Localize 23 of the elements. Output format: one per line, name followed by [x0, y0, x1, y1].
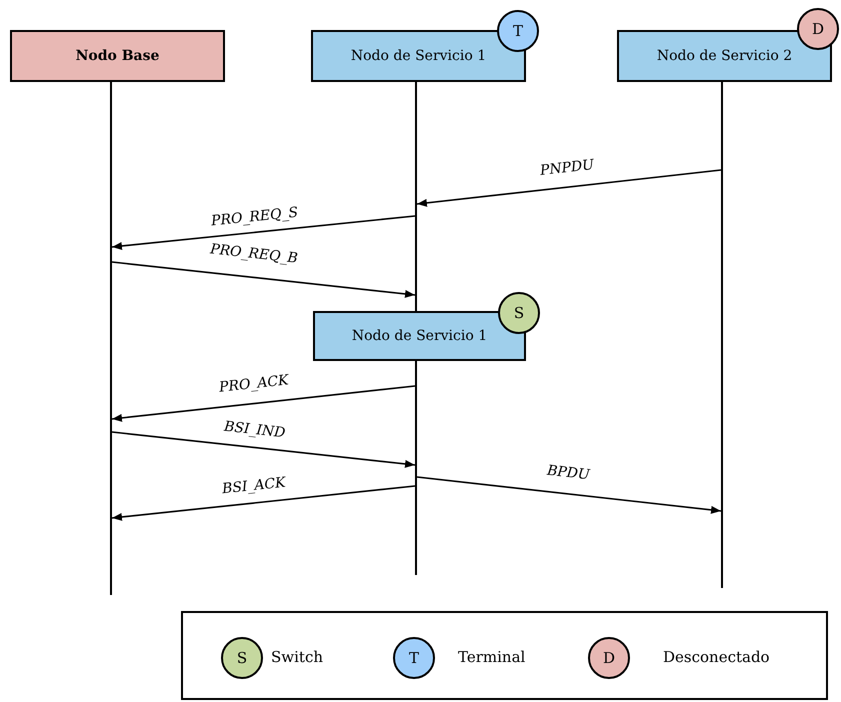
status-badge: T	[497, 10, 539, 52]
message-arrow	[112, 431, 416, 468]
message-arrow	[416, 476, 722, 514]
message-arrow	[112, 485, 416, 521]
message-arrow	[112, 385, 416, 422]
message-arrow	[112, 215, 416, 250]
legend-letter: D	[602, 649, 616, 667]
edge-label: PRO_REQ_S	[210, 204, 298, 230]
legend-text: Switch	[271, 648, 324, 666]
edge-label: BPDU	[546, 462, 590, 484]
edge-label: BSI_IND	[222, 418, 286, 442]
legend-letter: T	[408, 649, 419, 667]
legend-letter: S	[236, 649, 248, 667]
message-arrow	[112, 261, 416, 298]
edge-label: PRO_REQ_B	[209, 241, 299, 267]
message-arrow	[416, 169, 722, 207]
legend-text: Terminal	[458, 648, 526, 666]
edge-label: BSI_ACK	[221, 474, 286, 498]
edge-label: PRO_ACK	[218, 372, 290, 396]
edge-label: PNPDU	[539, 157, 595, 179]
lifeline-header: Nodo Base	[10, 30, 225, 82]
legend-text: Desconectado	[663, 648, 770, 666]
status-badge: S	[498, 292, 540, 334]
